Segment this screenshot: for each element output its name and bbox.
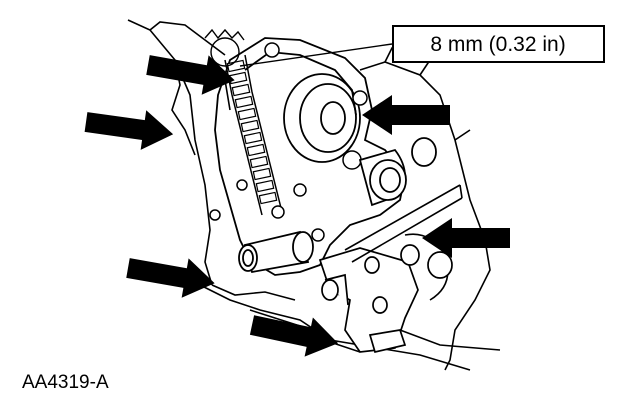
cover-bolt-holes [209,42,368,242]
arrow-icon [83,102,176,155]
indicator-arrow-right-upper [362,95,450,135]
indicator-arrow-right-lower [422,218,510,258]
figure-id-label: AA4319-A [22,372,109,393]
support-rail [344,184,463,263]
timing-chain-links [226,59,278,205]
arrow-icon [124,248,219,303]
indicator-arrow-left [83,102,176,155]
crankshaft-seal-bore [283,73,361,163]
dimension-callout: 8 mm (0.32 in) [392,25,605,63]
lower-bracket [318,244,453,354]
dimension-callout-text: 8 mm (0.32 in) [430,33,565,56]
callout-leader-line [239,43,393,67]
right-cover-boss [358,137,437,207]
camshaft-sprocket [204,28,245,67]
arrow-icon [362,95,450,135]
tensioner-cylinder [238,230,314,274]
arrow-icon [422,218,510,258]
timing-chain [224,54,283,216]
indicator-arrow-lower-left [124,248,219,303]
